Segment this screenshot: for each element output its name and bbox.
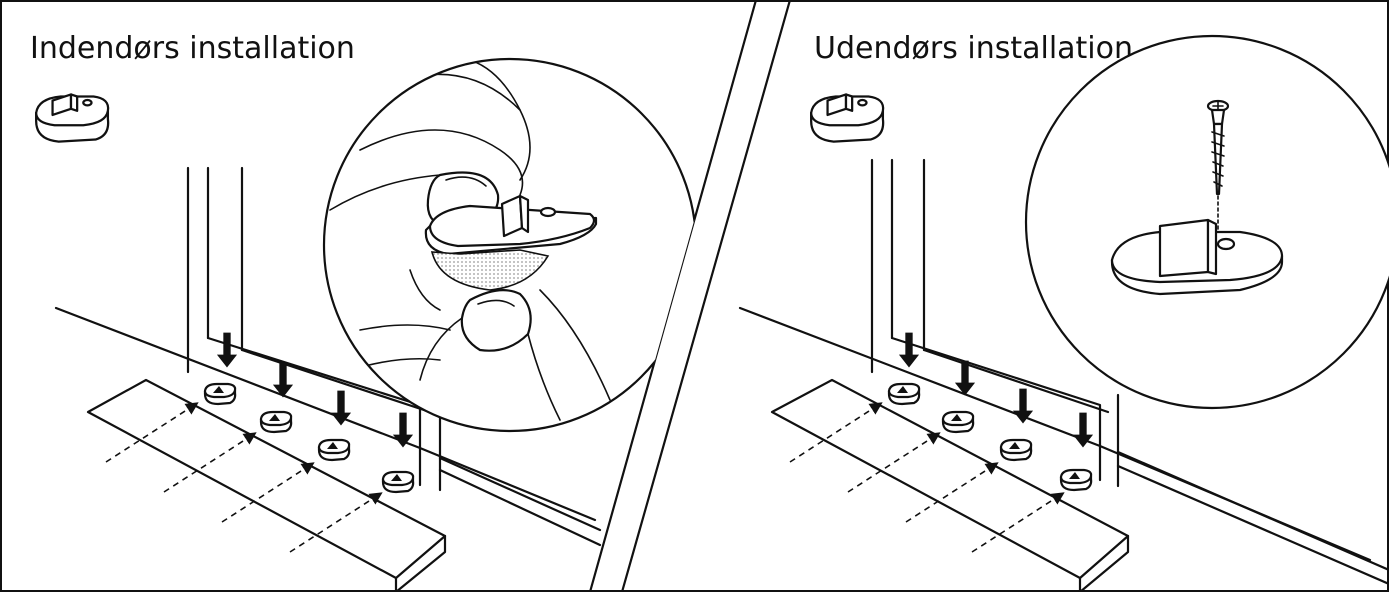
indoor-title: Indendørs installation	[30, 31, 355, 66]
placement-arrows-outdoor	[789, 402, 1065, 553]
door-frame	[186, 166, 602, 547]
outdoor-detail-magnifier	[1024, 34, 1389, 410]
bumper-icon-outdoor	[810, 93, 885, 143]
screw-icon	[1206, 99, 1230, 196]
indoor-detail-magnifier	[322, 57, 698, 433]
indoor-panel: Indendørs installation	[30, 31, 698, 592]
threshold-ramp-outdoor	[770, 378, 1130, 592]
placement-arrows	[105, 402, 383, 553]
bumper-icon	[35, 93, 110, 143]
threshold-ramp	[86, 378, 447, 592]
outdoor-title: Udendørs installation	[814, 31, 1133, 66]
door-frame-outdoor	[870, 158, 1389, 586]
panel-divider-right	[620, 0, 792, 592]
outdoor-panel: Udendørs installation	[738, 31, 1389, 592]
